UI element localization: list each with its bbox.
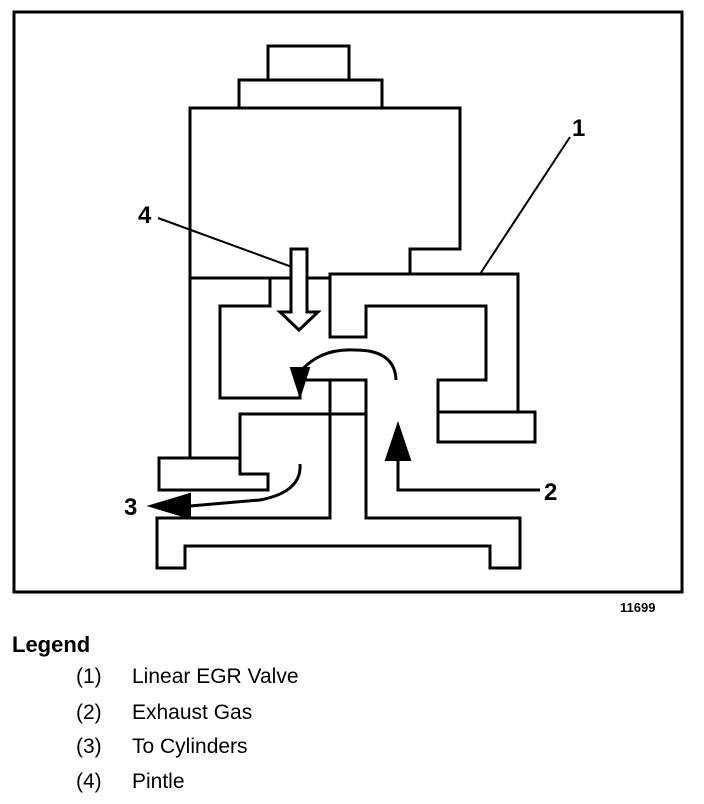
to-cylinders-arrowhead (146, 492, 191, 520)
linear-egr-valve-housing (328, 272, 520, 414)
egr-valve-diagram: 1 2 3 4 (12, 10, 684, 594)
base-plate (155, 412, 522, 570)
legend-item: (4) Pintle (76, 770, 185, 794)
pintle-arrow (276, 247, 322, 333)
legend-item: (2) Exhaust Gas (76, 701, 252, 725)
legend-item-label: To Cylinders (132, 735, 248, 758)
legend-item-label: Exhaust Gas (132, 701, 253, 724)
flow-curve-upper (298, 348, 398, 381)
leader-line-4 (157, 217, 293, 268)
legend-item-number: (3) (76, 735, 102, 758)
legend-title: Legend (12, 632, 91, 657)
legend-item-number: (4) (76, 770, 102, 793)
pintle-seat (328, 378, 368, 416)
callout-4: 4 (138, 202, 152, 229)
outlet-port-left (157, 456, 270, 492)
legend-item: (1) Linear EGR Valve (76, 665, 299, 689)
solenoid-cap-step (237, 78, 384, 110)
solenoid-top-cap (266, 44, 351, 82)
callout-3: 3 (124, 494, 137, 521)
exhaust-gas-arrowhead (384, 420, 412, 461)
legend-item-number: (2) (76, 701, 102, 724)
inlet-port-right (436, 410, 537, 444)
flow-arrowhead-down (289, 367, 311, 400)
legend-item-label: Linear EGR Valve (132, 665, 299, 688)
exhaust-flow-line (396, 458, 540, 492)
flow-curve-lower (189, 463, 302, 508)
legend-item-number: (1) (76, 665, 102, 688)
callout-2: 2 (544, 479, 557, 506)
legend-item: (3) To Cylinders (76, 735, 248, 759)
leader-line-1 (479, 136, 571, 275)
callout-1: 1 (572, 115, 585, 142)
legend-item-label: Pintle (132, 770, 185, 793)
figure-id: 11699 (620, 600, 656, 615)
